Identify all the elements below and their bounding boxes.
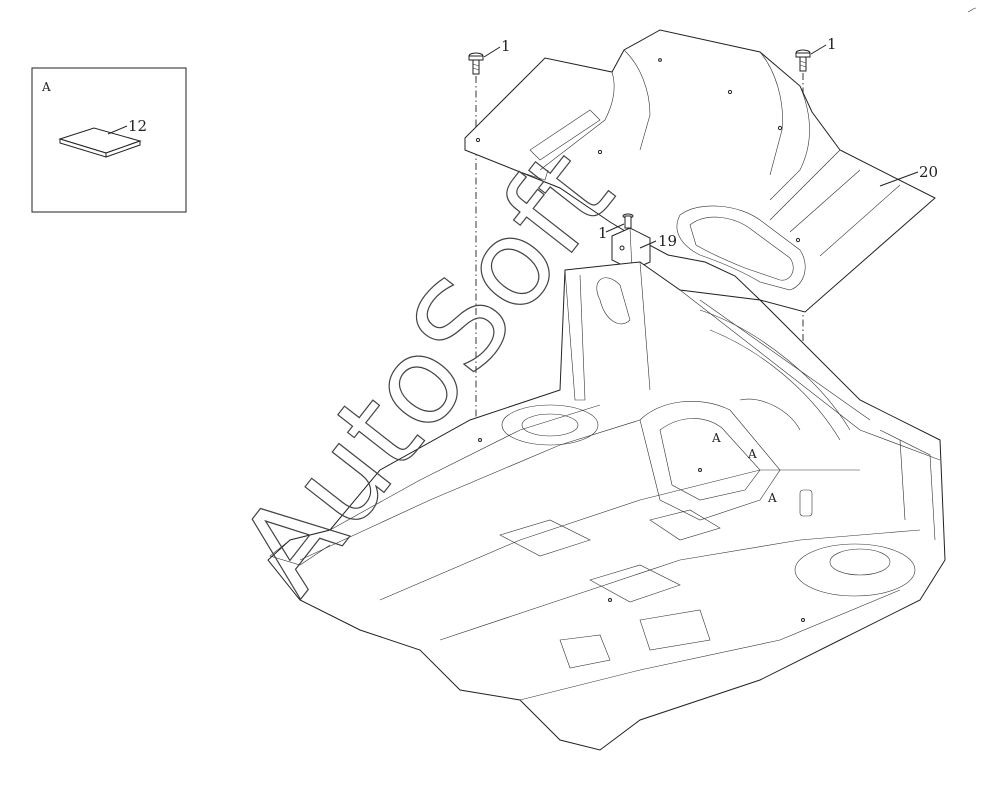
floor-pan bbox=[267, 261, 946, 751]
callout-bolt-right: 1 bbox=[827, 35, 837, 53]
detail-box-a: A 12 bbox=[31, 67, 187, 213]
leader-12 bbox=[107, 125, 128, 135]
callout-bolt-bracket: 1 bbox=[598, 224, 608, 242]
corner-mark bbox=[967, 7, 977, 13]
callout-bolt-left: 1 bbox=[501, 37, 511, 55]
detail-title: A bbox=[41, 80, 51, 94]
detail-frame bbox=[31, 67, 187, 213]
callout-cover: 20 bbox=[919, 163, 938, 181]
bolt-bracket bbox=[622, 213, 634, 229]
leader-bolt-left bbox=[483, 46, 501, 58]
pad-part-12 bbox=[58, 127, 142, 158]
callout-12: 12 bbox=[128, 117, 147, 135]
floor-mark-a-1: A bbox=[711, 431, 721, 445]
tunnel-cover-part-20 bbox=[464, 29, 936, 313]
leader-bolt-right bbox=[810, 44, 827, 55]
leader-cover bbox=[879, 171, 919, 187]
leader-bolt-bracket bbox=[605, 223, 625, 233]
bolt-right bbox=[795, 49, 811, 72]
leader-bracket bbox=[639, 240, 657, 249]
bolt-left bbox=[468, 52, 484, 75]
callout-bracket: 19 bbox=[658, 232, 677, 250]
floor-mark-a-2: A bbox=[747, 447, 757, 461]
floor-mark-a-3: A bbox=[767, 491, 777, 505]
